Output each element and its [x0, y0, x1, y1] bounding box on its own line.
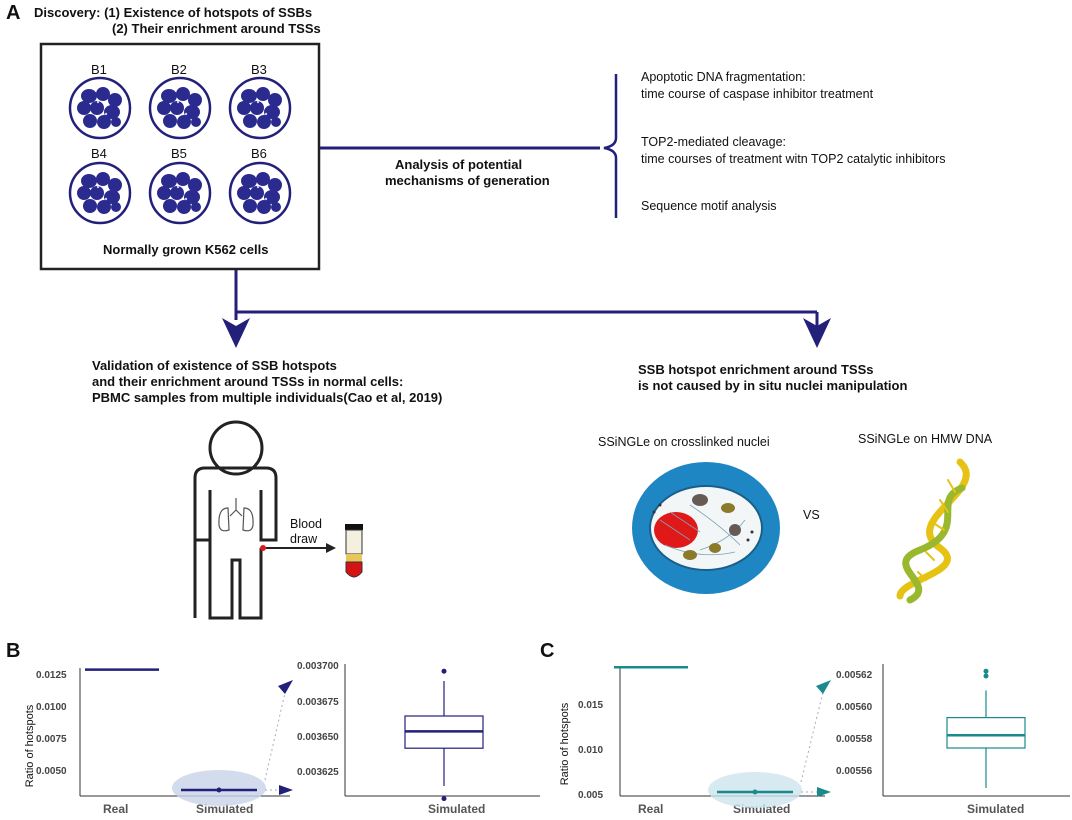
panel-c-left-tick-0: 0.015 — [578, 700, 604, 711]
panel-b-left-tick-0: 0.0125 — [36, 670, 67, 681]
panel-b-zoom-cat: Simulated — [428, 802, 486, 816]
panel-c-right-tick-0: 0.00562 — [836, 670, 873, 681]
panel-c-right-tick-2: 0.00558 — [836, 734, 873, 745]
panel-b-right-tick-2: 0.003650 — [297, 732, 339, 743]
curly-brace — [603, 74, 618, 218]
validation-line-3: PBMC samples from multiple individuals(C… — [92, 390, 443, 405]
discovery-line-2: (2) Their enrichment around TSSs — [112, 21, 321, 36]
panel-b-right-tick-1: 0.003675 — [297, 697, 339, 708]
dna-helix-image — [896, 458, 970, 604]
mechanism-3-line-1: Sequence motif analysis — [641, 199, 777, 213]
blood-draw-point — [260, 545, 266, 551]
panel-c-left-tick-2: 0.005 — [578, 790, 604, 801]
mechanism-2-line-2: time courses of treatment witn TOP2 cata… — [641, 152, 946, 166]
analysis-line-1: Analysis of potential — [395, 157, 523, 172]
blood-label-line-2: draw — [290, 532, 318, 546]
panel-b-right-tick-3: 0.003625 — [297, 767, 339, 778]
panel-c-letter: C — [540, 640, 555, 662]
well-label-b3: B3 — [251, 62, 267, 77]
panel-b-simulated-point — [216, 787, 222, 793]
arrow-to-enrichment — [803, 318, 831, 348]
enrichment-line-2: is not caused by in situ nuclei manipula… — [638, 378, 908, 393]
test-tube-icon — [345, 524, 363, 578]
panel-c-simulated-point — [752, 789, 758, 795]
analysis-line-2: mechanisms of generation — [385, 173, 550, 188]
panel-b-left-tick-1: 0.0100 — [36, 702, 67, 713]
validation-line-1: Validation of existence of SSB hotspots — [92, 358, 337, 373]
well-label-b4: B4 — [91, 146, 107, 161]
mechanism-1-line-2: time course of caspase inhibitor treatme… — [641, 87, 874, 101]
well-label-b1: B1 — [91, 62, 107, 77]
panel-c-box — [946, 716, 1026, 749]
well-label-b2: B2 — [171, 62, 187, 77]
lungs-icon — [218, 498, 254, 532]
panel-b-zoom-arrow-bottom — [279, 785, 293, 795]
well-label-b6: B6 — [251, 146, 267, 161]
blood-label-line-1: Blood — [290, 517, 322, 531]
panel-c-cat-real: Real — [638, 802, 664, 816]
panel-c-zoom-line-top — [800, 683, 826, 783]
enrichment-line-1: SSB hotspot enrichment around TSSs — [638, 362, 874, 377]
panel-c-right-tick-1: 0.00560 — [836, 702, 873, 713]
panel-b-zoom-arrow-top — [278, 680, 293, 694]
panel-c-outlier-1 — [983, 673, 989, 679]
cells-caption: Normally grown K562 cells — [103, 242, 269, 257]
mechanism-1-line-1: Apoptotic DNA fragmentation: — [641, 70, 806, 84]
hmw-label: SSiNGLe on HMW DNA — [858, 432, 993, 446]
discovery-line-1: Discovery: (1) Existence of hotspots of … — [34, 5, 313, 20]
panel-b-left-tick-3: 0.0050 — [36, 766, 67, 777]
validation-line-2: and their enrichment around TSSs in norm… — [92, 374, 404, 389]
mechanism-2-line-1: TOP2-mediated cleavage: — [641, 135, 786, 149]
panel-c-left-tick-1: 0.010 — [578, 745, 604, 756]
panel-c-right-tick-3: 0.00556 — [836, 766, 873, 777]
panel-b-outlier-1 — [441, 796, 447, 802]
k562-box — [39, 42, 321, 271]
panel-b-left-tick-2: 0.0075 — [36, 734, 67, 745]
panel-c-zoom-cat: Simulated — [967, 802, 1025, 816]
panel-b-outlier-0 — [441, 668, 447, 674]
well-label-b5: B5 — [171, 146, 187, 161]
panel-c-outlier-0 — [983, 668, 989, 674]
panel-c-zoom-arrow-bottom — [817, 787, 831, 797]
crosslinked-nucleus-image — [632, 462, 780, 594]
panel-c-zoom-arrow-top — [816, 680, 831, 694]
vs-label: VS — [803, 508, 820, 522]
arrow-to-validation — [222, 318, 250, 348]
person-figure-icon — [193, 420, 278, 620]
panel-b-right-tick-0: 0.003700 — [297, 661, 339, 672]
crosslinked-label: SSiNGLe on crosslinked nuclei — [598, 435, 770, 449]
panel-b-cat-real: Real — [103, 802, 129, 816]
panel-b-letter: B — [6, 640, 21, 662]
panel-a-letter: A — [6, 2, 21, 24]
panel-b-zoom-line-top — [264, 683, 288, 781]
panel-a-drawing — [39, 42, 970, 620]
blood-draw-arrow — [326, 543, 336, 553]
